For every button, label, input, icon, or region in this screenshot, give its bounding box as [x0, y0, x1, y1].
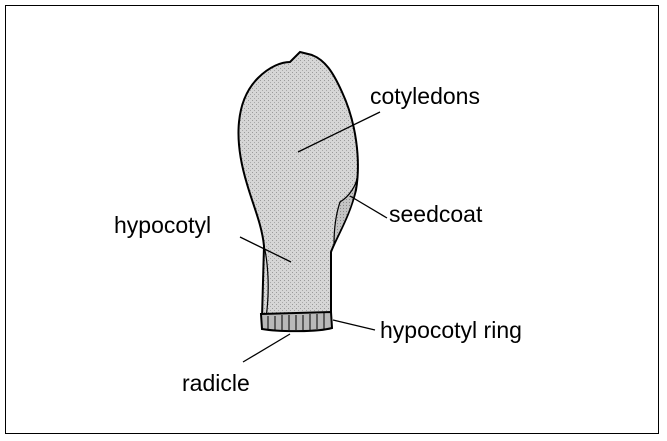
- label-hypocotyl-ring: hypocotyl ring: [380, 317, 522, 343]
- leader-hypocotyl-ring: [333, 320, 375, 330]
- seedling-body: [238, 52, 357, 318]
- leader-seedcoat: [350, 196, 387, 218]
- label-hypocotyl: hypocotyl: [114, 212, 211, 238]
- leader-radicle: [243, 334, 290, 362]
- label-seedcoat: seedcoat: [389, 201, 483, 227]
- label-radicle: radicle: [182, 370, 250, 396]
- label-cotyledons: cotyledons: [370, 83, 480, 109]
